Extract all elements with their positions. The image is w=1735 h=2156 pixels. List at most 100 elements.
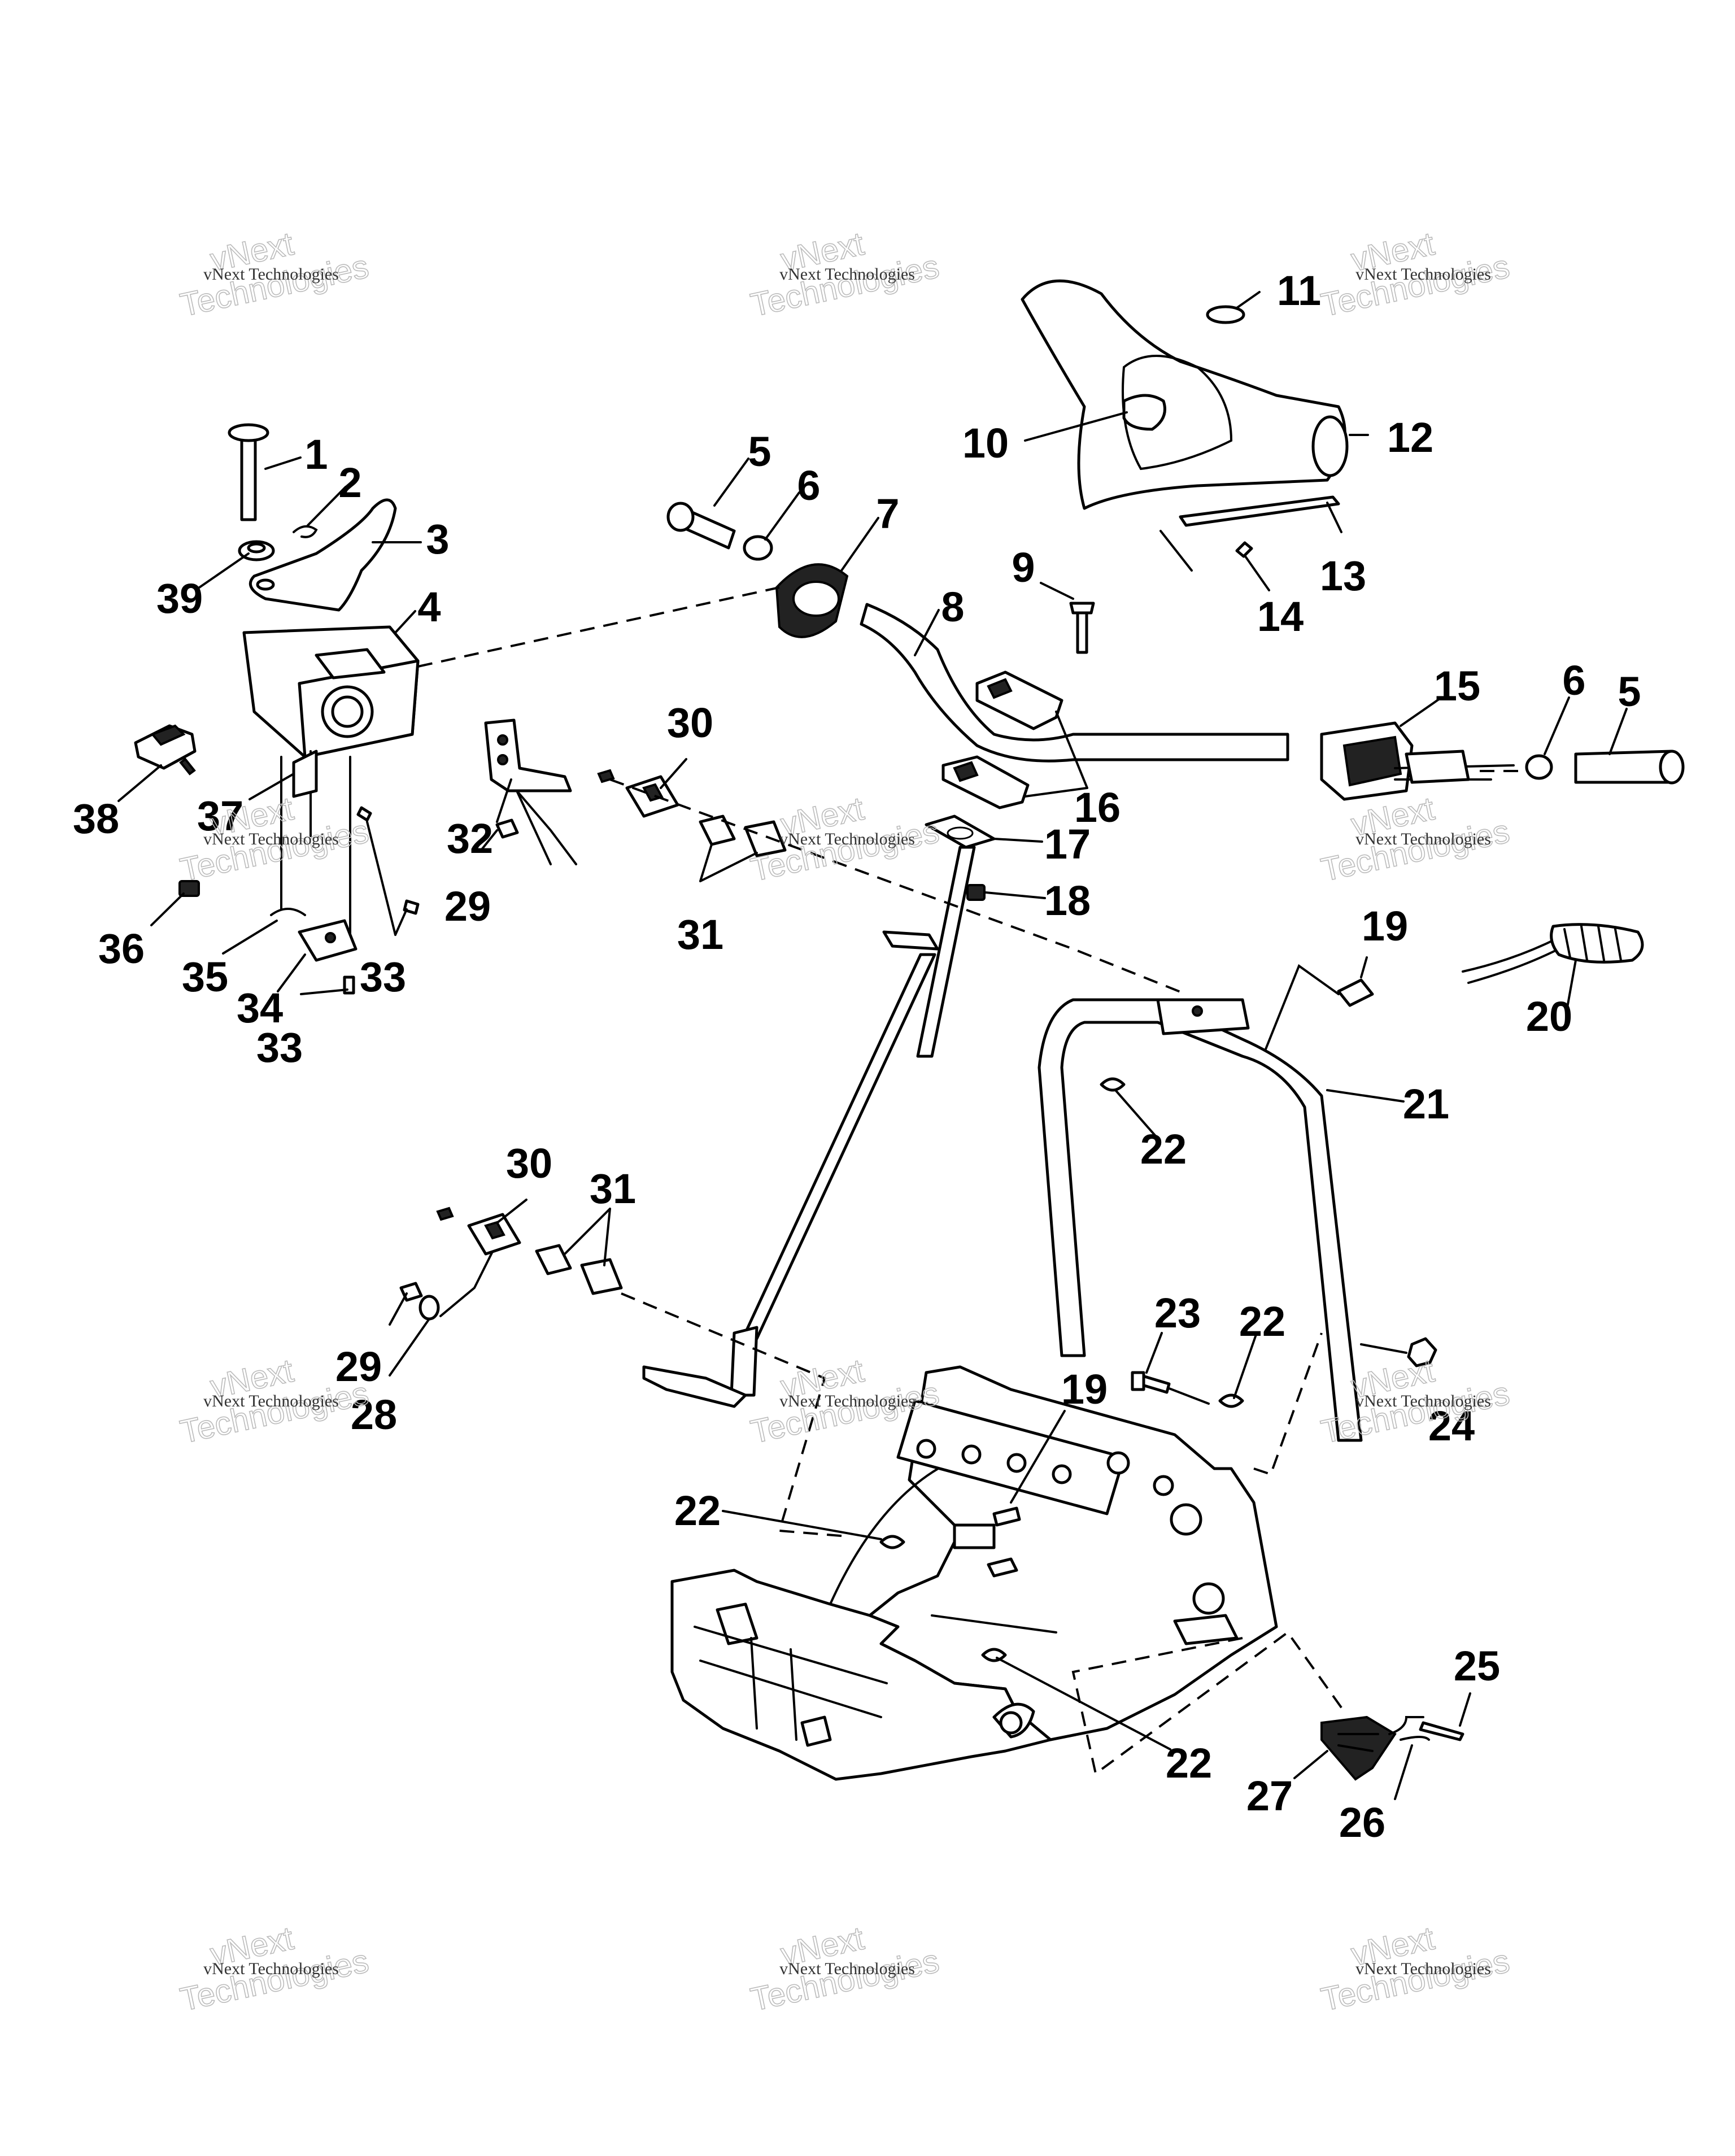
clip-part-35 — [270, 908, 306, 916]
callout-33-lower: 33 — [256, 1024, 303, 1071]
handlebar-clamp-part — [941, 670, 1063, 809]
hood-part — [1021, 279, 1349, 510]
clip-part-22-upper — [1100, 1077, 1126, 1092]
callout-26: 26 — [1339, 1799, 1385, 1846]
callout-39: 39 — [156, 575, 203, 622]
callout-21: 21 — [1403, 1081, 1449, 1127]
callout-25: 25 — [1454, 1643, 1500, 1689]
bushing-part-31-upper — [699, 815, 787, 857]
callout-2: 2 — [338, 459, 361, 506]
svg-text:vNext Technologies: vNext Technologies — [203, 1959, 339, 1978]
pin-part-5 — [666, 502, 736, 550]
callout-22-inner: 22 — [674, 1487, 721, 1534]
bushing-part-30-upper — [625, 775, 679, 818]
callout-28: 28 — [351, 1391, 397, 1438]
bushing-leader-31-upper — [699, 843, 758, 882]
assembly-line-4 — [621, 1292, 848, 1537]
callout-16: 16 — [1074, 784, 1121, 831]
svg-text:vNext Technologies: vNext Technologies — [779, 265, 915, 284]
clip-part-22-inner — [879, 1535, 1007, 1662]
bushing-leader-31-lower — [564, 1208, 611, 1266]
callout-27: 27 — [1246, 1772, 1293, 1819]
svg-text:vNext Technologies: vNext Technologies — [779, 830, 915, 848]
callout-32: 32 — [447, 815, 493, 862]
nut-part-29-upper — [495, 818, 519, 839]
callout-31-upper: 31 — [677, 911, 723, 958]
setscrew-part-30-upper — [597, 769, 615, 783]
watermark-mid-right: vNext Technologies vNext Technologies — [1318, 790, 1513, 889]
callout-6-left: 6 — [797, 462, 820, 509]
bolt-part-19-lower — [992, 1506, 1021, 1527]
nut-leader-24 — [1360, 1343, 1407, 1354]
callout-30-upper: 30 — [667, 699, 713, 746]
svg-text:vNext Technologies: vNext Technologies — [203, 830, 339, 848]
steering-support-frame — [1037, 998, 1363, 1442]
callout-18: 18 — [1044, 877, 1091, 924]
handlebar-part — [860, 603, 1289, 763]
watermark-bottom-center: vNext Technologies vNext Technologies — [747, 1919, 943, 2019]
callout-1: 1 — [304, 431, 328, 478]
bushing-part-31-lower — [535, 1244, 623, 1295]
callout-29-upper: 29 — [444, 883, 491, 930]
trim-strip-part-13 — [1179, 495, 1340, 527]
hood-leader — [1159, 530, 1193, 572]
bolt-leader-23 — [1168, 1387, 1210, 1405]
plate-part-34 — [298, 919, 358, 962]
callout-17: 17 — [1044, 821, 1091, 868]
watermark-top-right: vNext Technologies vNext Technologies — [1318, 225, 1513, 324]
pin-part-25 — [1419, 1721, 1464, 1741]
callout-29-lower: 29 — [335, 1343, 382, 1390]
bolt-part-23 — [1131, 1371, 1171, 1394]
callout-38: 38 — [73, 795, 119, 842]
steering-post-plate — [925, 815, 996, 849]
bracket-part-32 — [484, 718, 572, 792]
callout-6-right: 6 — [1562, 657, 1585, 704]
callout-11: 11 — [1277, 267, 1321, 314]
cap-part-6-right — [1525, 754, 1553, 780]
nut-part-24 — [1407, 1337, 1437, 1367]
callout-31-lower: 31 — [590, 1165, 636, 1212]
wiring-harness-part — [1462, 923, 1644, 984]
callout-4: 4 — [417, 583, 441, 630]
nut-part-36 — [178, 880, 200, 897]
callout-33-upper: 33 — [360, 953, 406, 1000]
throttle-control-part — [1320, 721, 1515, 801]
callout-15: 15 — [1434, 663, 1480, 709]
callout-9: 9 — [1012, 544, 1035, 591]
svg-text:vNext Technologies: vNext Technologies — [779, 1392, 915, 1410]
callout-20: 20 — [1526, 993, 1572, 1040]
gasket-part — [292, 750, 318, 798]
callout-10: 10 — [962, 420, 1009, 467]
steering-post-part — [642, 846, 976, 1408]
svg-text:vNext Technologies: vNext Technologies — [1355, 830, 1491, 848]
callout-24: 24 — [1428, 1403, 1475, 1449]
assembly-line-3 — [609, 778, 1187, 995]
callout-30-lower: 30 — [506, 1140, 552, 1187]
mount-ring-part — [775, 563, 849, 638]
screw-part-37 — [356, 806, 372, 822]
bolt-part-9 — [1069, 602, 1095, 654]
screw-part-14 — [1235, 541, 1253, 558]
svg-text:vNext Technologies: vNext Technologies — [1355, 1392, 1491, 1410]
callout-5-left: 5 — [748, 428, 771, 475]
callout-19-lower: 19 — [1061, 1366, 1108, 1413]
callout-19-upper: 19 — [1362, 903, 1408, 949]
headlight-housing-part — [242, 625, 420, 759]
watermark-top-center: vNext Technologies vNext Technologies — [747, 225, 943, 324]
callout-37: 37 — [197, 792, 243, 839]
callout-3: 3 — [426, 516, 449, 563]
bolt-leader-19 — [1264, 964, 1340, 1052]
callout-23: 23 — [1154, 1290, 1201, 1336]
callout-36: 36 — [98, 925, 145, 972]
callout-22-mid: 22 — [1239, 1298, 1285, 1345]
washer-leader-28 — [439, 1242, 498, 1317]
callout-5-right: 5 — [1618, 668, 1641, 715]
nut-part-18 — [966, 884, 986, 901]
svg-text:vNext Technologies: vNext Technologies — [203, 1392, 339, 1410]
assembly-line-5 — [1253, 1332, 1323, 1476]
callout-labels: 1 2 3 39 4 5 6 7 8 9 10 11 12 13 14 15 6… — [73, 267, 1641, 1846]
callout-22-lower: 22 — [1166, 1740, 1212, 1787]
callout-14: 14 — [1257, 593, 1304, 640]
callout-22-upper: 22 — [1140, 1126, 1187, 1173]
callout-8: 8 — [941, 583, 964, 630]
